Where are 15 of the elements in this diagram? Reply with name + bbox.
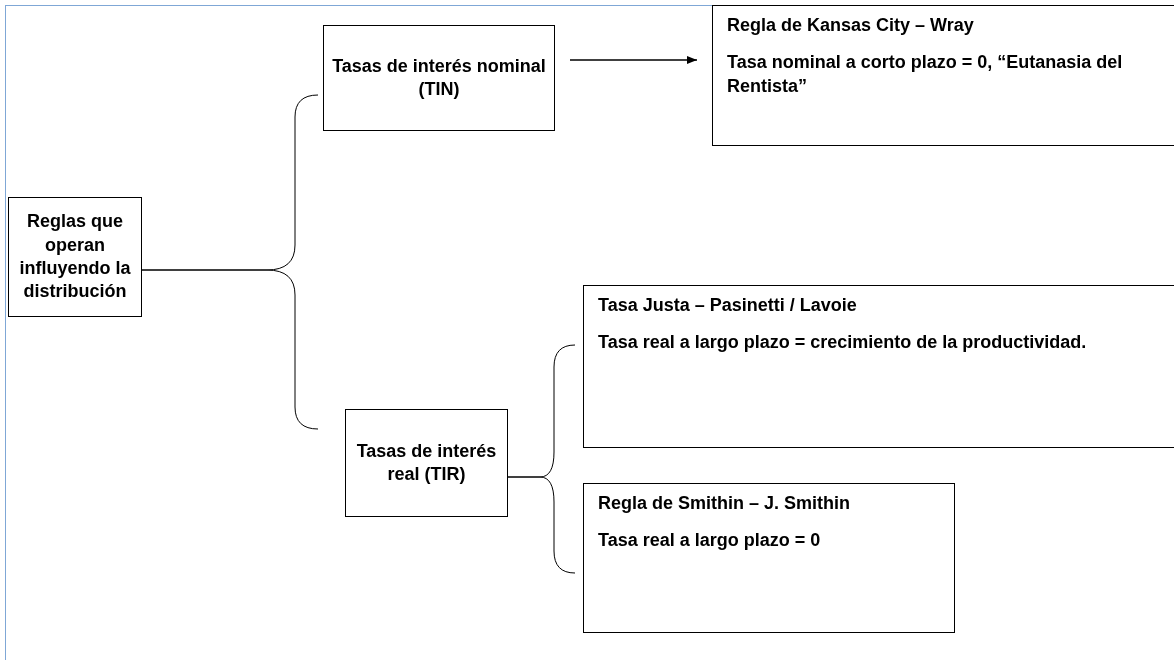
box-label: Tasas de interés real (TIR) (355, 439, 498, 486)
brace-connector (141, 269, 319, 430)
arrow (569, 55, 698, 65)
rule-text: Tasa real a largo plazo = 0 (598, 529, 822, 553)
concept-box (323, 25, 555, 131)
box-label: Reglas que operan influyendo la distribución (18, 210, 132, 304)
concept-box (345, 409, 508, 517)
box-label: Tasas de interés nominal (TIN) (331, 54, 547, 101)
rule-text: Tasa nominal a corto plazo = 0, “Eutanasia del Rentista” (727, 51, 1124, 98)
rule-text: Tasa real a largo plazo = crecimiento de la productividad. (598, 331, 1088, 355)
concept-box (8, 197, 142, 317)
rule-heading: Tasa Justa – Pasinetti / Lavoie (598, 294, 858, 317)
rule-heading: Regla de Smithin – J. Smithin (598, 492, 852, 515)
brace-connector (507, 476, 576, 574)
rule-heading: Regla de Kansas City – Wray (727, 14, 975, 37)
